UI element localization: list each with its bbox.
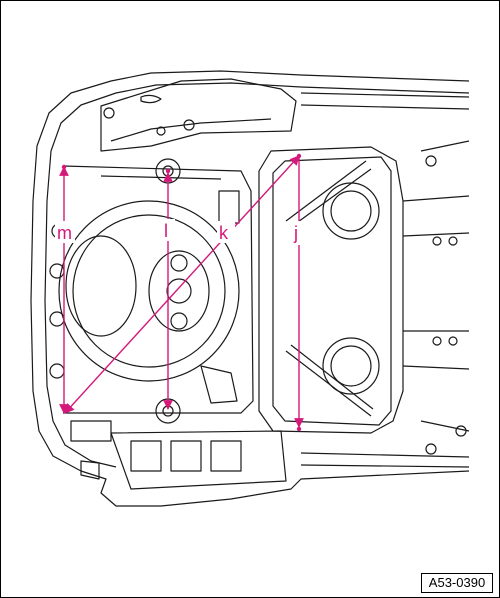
point-marker [296, 426, 302, 432]
vehicle-outline [30, 70, 470, 507]
dimension-line-k [64, 155, 300, 414]
measurement-labels: m l k j [55, 219, 305, 245]
point-marker [61, 164, 67, 170]
label-m: m [57, 223, 72, 243]
measurement-lines [59, 155, 304, 428]
label-k: k [219, 223, 229, 243]
label-l: l [164, 221, 168, 241]
reference-code: A53-0390 [421, 573, 493, 593]
point-marker [296, 153, 302, 159]
point-marker [165, 168, 171, 174]
label-j: j [293, 223, 298, 243]
measurement-points [61, 153, 302, 432]
